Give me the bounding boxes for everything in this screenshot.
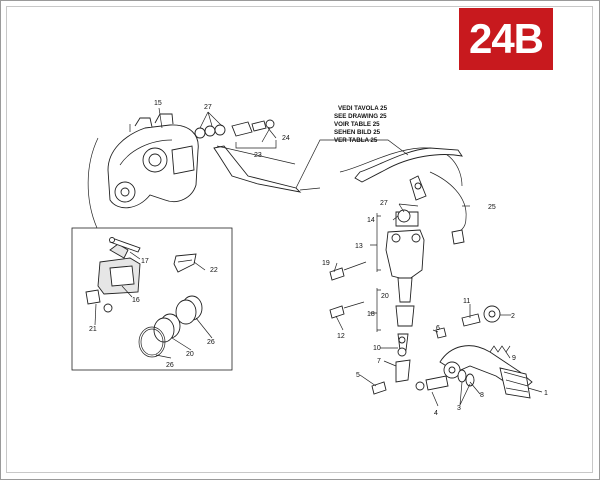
callout-15: 15 [154, 100, 162, 107]
callout-24: 24 [282, 135, 290, 142]
callout-18: 18 [367, 311, 375, 318]
pushrod-clevis [395, 336, 411, 383]
bushings-3 [457, 369, 475, 387]
callout-12: 12 [337, 333, 345, 340]
callout-8: 8 [480, 392, 484, 399]
callout-4: 4 [434, 410, 438, 417]
bolt-5 [371, 381, 387, 395]
note-line-3: VOIR TABLE 25 [334, 121, 380, 128]
callout-labels: 15 27 24 23 25 27 14 13 19 20 18 12 17 2… [89, 100, 548, 417]
brake-hose [213, 145, 463, 201]
bolt-11 [461, 313, 481, 327]
callout-6: 6 [436, 325, 440, 332]
spacer-2 [483, 305, 501, 323]
callout-3: 3 [457, 405, 461, 412]
callout-27-top: 27 [204, 104, 212, 111]
leader-lines [94, 107, 543, 407]
callout-26-right: 26 [207, 339, 215, 346]
callout-20: 20 [186, 351, 194, 358]
note-line-5: VER TABLA 25 [334, 137, 378, 144]
rear-master-cylinder [385, 209, 425, 351]
reservoir-cap [451, 229, 465, 245]
brake-caliper [107, 113, 199, 209]
callout-5: 5 [356, 372, 360, 379]
callout-17: 17 [141, 258, 149, 265]
bolt-12 [329, 301, 365, 319]
brake-pedal [439, 345, 533, 399]
note-line-4: SEHEN BILD 25 [334, 129, 381, 136]
note-line-2: SEE DRAWING 25 [334, 113, 387, 120]
callout-21: 21 [89, 326, 97, 333]
callout-10: 10 [373, 345, 381, 352]
callout-22: 22 [210, 267, 218, 274]
inset-leader-curve [87, 137, 99, 229]
callout-20-right: 20 [381, 293, 389, 300]
callout-11: 11 [463, 298, 470, 305]
callout-13: 13 [355, 243, 363, 250]
table-number-badge: 24B [459, 8, 553, 70]
reference-note: VEDI TAVOLA 25 SEE DRAWING 25 VOIR TABLE… [334, 105, 388, 144]
banjo-bolt-assembly [194, 119, 296, 165]
note-line-1: VEDI TAVOLA 25 [338, 105, 388, 112]
callout-2: 2 [511, 313, 515, 320]
nut-6 [435, 327, 447, 339]
inset-box [71, 227, 233, 371]
callout-7: 7 [377, 358, 381, 365]
pad-spring-clip [173, 253, 197, 273]
callout-16: 16 [132, 297, 140, 304]
callout-25: 25 [488, 204, 496, 211]
note-leader-right [355, 139, 409, 156]
brake-pads [97, 243, 141, 295]
pad-pin [109, 237, 141, 253]
callout-14: 14 [367, 217, 375, 224]
callout-23: 23 [254, 152, 262, 159]
callout-9: 9 [512, 355, 516, 362]
pedal-pivot-bolt [415, 375, 449, 391]
pedal-spring-9 [489, 345, 511, 353]
caliper-bolt-21 [85, 289, 113, 313]
callout-19: 19 [322, 260, 330, 267]
note-leader-left [295, 139, 355, 189]
bolt-19 [329, 261, 367, 281]
diagram-inner-frame [6, 6, 593, 473]
reservoir-hose [429, 171, 467, 233]
callout-26-bottom: 26 [166, 362, 174, 369]
callout-1: 1 [544, 390, 548, 397]
callout-27-right: 27 [380, 200, 388, 207]
pistons [138, 295, 203, 358]
